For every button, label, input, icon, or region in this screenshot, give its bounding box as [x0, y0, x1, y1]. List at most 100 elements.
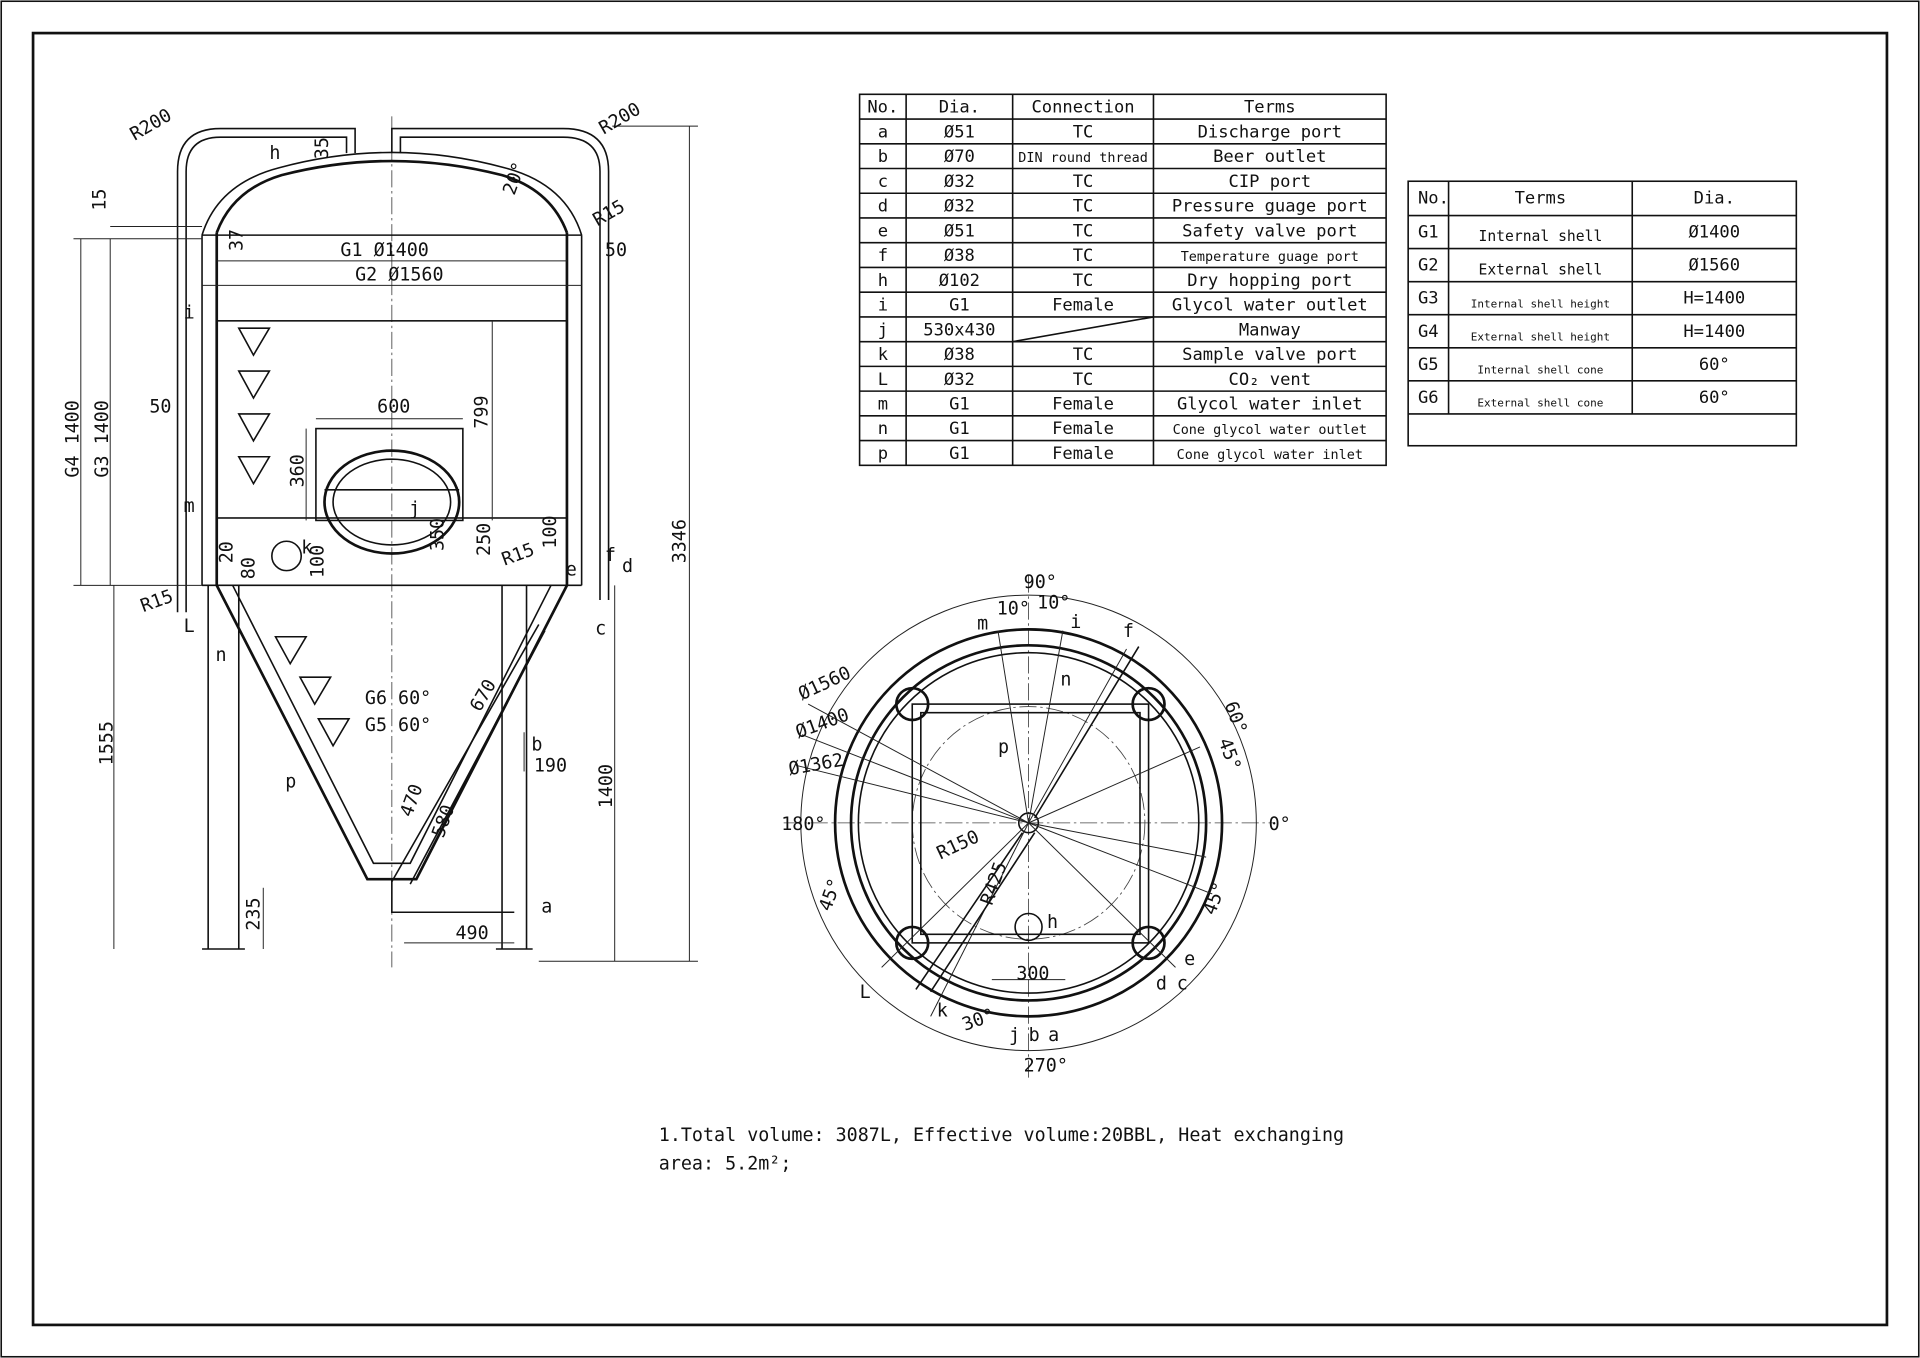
dimension-label: p	[998, 737, 1009, 758]
dimension-label: 300	[1016, 964, 1049, 985]
dimension-label: 50	[605, 240, 627, 261]
table-cell: b	[878, 147, 888, 167]
dimension-label: R200	[127, 105, 176, 145]
dimension-label: a	[1048, 1025, 1059, 1046]
dimension-label: 1555	[97, 721, 118, 765]
dimension-label: 490	[456, 923, 489, 944]
dimension-label: 235	[244, 897, 265, 930]
table-cell: TC	[1073, 271, 1094, 291]
dimension-label: m	[184, 496, 195, 517]
table-cell: TC	[1073, 172, 1094, 192]
table-cell: H=1400	[1683, 322, 1745, 342]
manway	[323, 449, 461, 555]
table-header: Terms	[1515, 188, 1567, 208]
table-cell: Female	[1052, 296, 1114, 316]
dimension-label: 50	[149, 397, 171, 418]
table-cell: Ø51	[944, 221, 975, 241]
table-header: No.	[1418, 188, 1449, 208]
dimension-label: b	[531, 735, 542, 756]
table-cell: G4	[1418, 322, 1439, 342]
table-cell: G1	[949, 394, 970, 414]
table-cell: Internal shell height	[1471, 297, 1610, 310]
dimension-label: 35	[312, 137, 333, 159]
table-cell: CO₂ vent	[1229, 370, 1311, 390]
dimension-label: p	[285, 771, 296, 792]
dimension-label: R200	[596, 99, 645, 139]
dimension-label: G1 Ø1400	[340, 240, 428, 261]
table-cell: Ø32	[944, 172, 975, 192]
table-cell: Internal shell	[1479, 228, 1603, 245]
dimension-label: 80	[239, 557, 260, 579]
dimension-label: d	[1156, 973, 1167, 994]
table-cell: Beer outlet	[1213, 147, 1326, 167]
dimension-label: 20	[217, 541, 238, 563]
dimension-label: k	[301, 537, 312, 558]
dimension-label: 1400	[596, 764, 617, 808]
dimension-label: L	[184, 616, 195, 637]
table-cell: Temperature guage port	[1181, 250, 1359, 265]
dimension-label: 45°	[815, 876, 846, 914]
table-cell: e	[878, 221, 888, 241]
dimension-label: R150	[934, 826, 983, 864]
table-cell: External shell	[1479, 261, 1603, 278]
dimension-label: 360	[288, 454, 309, 487]
table-header: Connection	[1032, 98, 1135, 118]
dimension-label: m	[977, 613, 988, 634]
table-cell: G1	[949, 296, 970, 316]
dimension-label: e	[566, 560, 577, 581]
table-cell: G1	[949, 444, 970, 464]
note-line-2: area: 5.2m²;	[659, 1153, 792, 1174]
dimension-label: 100	[540, 515, 561, 548]
dimension-label: 15	[89, 189, 110, 211]
table-cell: CIP port	[1229, 172, 1311, 192]
dimension-label: b	[1029, 1025, 1040, 1046]
table-cell: G5	[1418, 355, 1439, 375]
dimension-label: 250	[474, 523, 495, 556]
table-cell: Ø51	[944, 122, 975, 142]
table-cell: Glycol water outlet	[1172, 296, 1368, 316]
table-cell: G6	[1418, 388, 1439, 408]
dimension-label: G5 60°	[365, 715, 431, 736]
table-cell: d	[878, 197, 888, 217]
table-cell: 60°	[1699, 388, 1730, 408]
dimension-label: R15	[138, 586, 176, 617]
dimension-label: j	[409, 498, 420, 519]
dimension-label: 20°	[499, 159, 530, 197]
table-cell: Ø1560	[1689, 256, 1741, 276]
dimension-label: 799	[471, 395, 492, 428]
table-cell: i	[878, 296, 888, 316]
table-cell: Glycol water inlet	[1177, 394, 1363, 414]
table-border	[1407, 180, 1798, 447]
dimension-label: G2 Ø1560	[355, 264, 443, 285]
table-cell: G2	[1418, 256, 1439, 276]
dimension-label: 580	[428, 802, 459, 840]
dimension-label: h	[1047, 912, 1058, 933]
inner-frame	[31, 31, 1889, 1327]
table-cell: Female	[1052, 394, 1114, 414]
dimension-label: a	[541, 896, 552, 917]
table-cell: Ø32	[944, 370, 975, 390]
table-cell: k	[878, 345, 889, 365]
table-cell: Cone glycol water inlet	[1177, 448, 1363, 463]
table-cell: Ø70	[944, 147, 975, 167]
dimension-label: h	[269, 143, 280, 164]
dimension-label: i	[1070, 612, 1081, 633]
table-cell: TC	[1073, 246, 1094, 266]
table-cell: Ø38	[944, 246, 975, 266]
dimension-label: f	[605, 545, 616, 566]
dimension-label: 10°	[997, 599, 1030, 620]
table-cell: n	[878, 419, 888, 439]
table-cell: c	[878, 172, 888, 192]
table-cell: 530x430	[923, 320, 995, 340]
dimension-label: R425	[977, 859, 1012, 908]
top-view	[783, 575, 1274, 1078]
side-view	[73, 116, 698, 968]
table-cell: External shell height	[1471, 330, 1610, 343]
dimension-label: G3 1400	[92, 400, 113, 477]
dimension-label: c	[595, 618, 606, 639]
table-cell: Manway	[1239, 320, 1301, 340]
dimension-label: G4 1400	[62, 400, 83, 477]
table-cell: Sample valve port	[1182, 345, 1357, 365]
table-cell: TC	[1073, 345, 1094, 365]
